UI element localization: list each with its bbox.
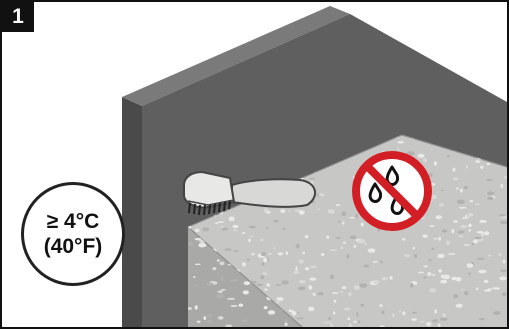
temperature-celsius: ≥ 4°C <box>47 209 100 234</box>
no-water-drops-icon <box>352 151 432 231</box>
scraper-handle <box>232 179 315 207</box>
wall-side-edge <box>122 97 142 327</box>
temperature-fahrenheit: (40°F) <box>44 234 103 259</box>
step-number-badge: 1 <box>2 2 34 32</box>
temperature-requirement-badge: ≥ 4°C (40°F) <box>21 182 125 286</box>
